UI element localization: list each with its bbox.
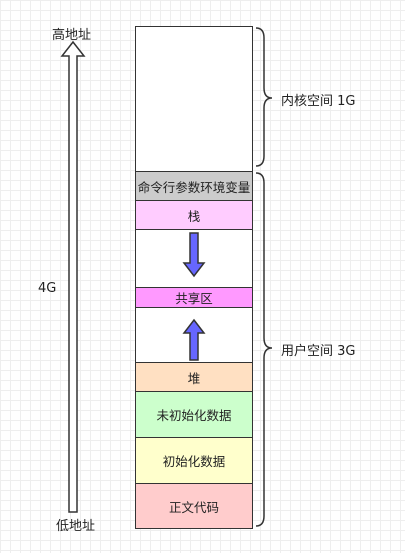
size-4g-label: 4G: [38, 281, 57, 296]
low-address-label: 低地址: [56, 519, 96, 534]
segment-shared: 共享区: [135, 287, 253, 308]
segment-stack: 栈: [135, 200, 253, 230]
segment-gap-lower: [135, 307, 253, 363]
segment-heap: 堆: [135, 362, 253, 392]
segment-text-label: 正文代码: [168, 499, 219, 515]
long-up-arrow-icon: [60, 40, 86, 513]
segment-data: 初始化数据: [135, 437, 253, 484]
segment-data-label: 初始化数据: [162, 454, 226, 469]
high-address-label: 高地址: [52, 28, 92, 43]
segment-env-label: 命令行参数环境变量: [137, 179, 251, 195]
segment-heap-label: 堆: [187, 370, 201, 386]
segment-kernel: [135, 26, 253, 172]
segment-shared-label: 共享区: [175, 291, 213, 306]
segment-text: 正文代码: [135, 483, 253, 529]
user-space-label: 用户空间 3G: [281, 344, 356, 359]
segment-stack-label: 栈: [187, 208, 201, 224]
kernel-space-label: 内核空间 1G: [281, 94, 356, 109]
segment-bss-label: 未初始化数据: [156, 408, 232, 423]
segment-env: 命令行参数环境变量: [135, 171, 253, 201]
segment-gap-upper: [135, 229, 253, 288]
segment-bss: 未初始化数据: [135, 391, 253, 438]
